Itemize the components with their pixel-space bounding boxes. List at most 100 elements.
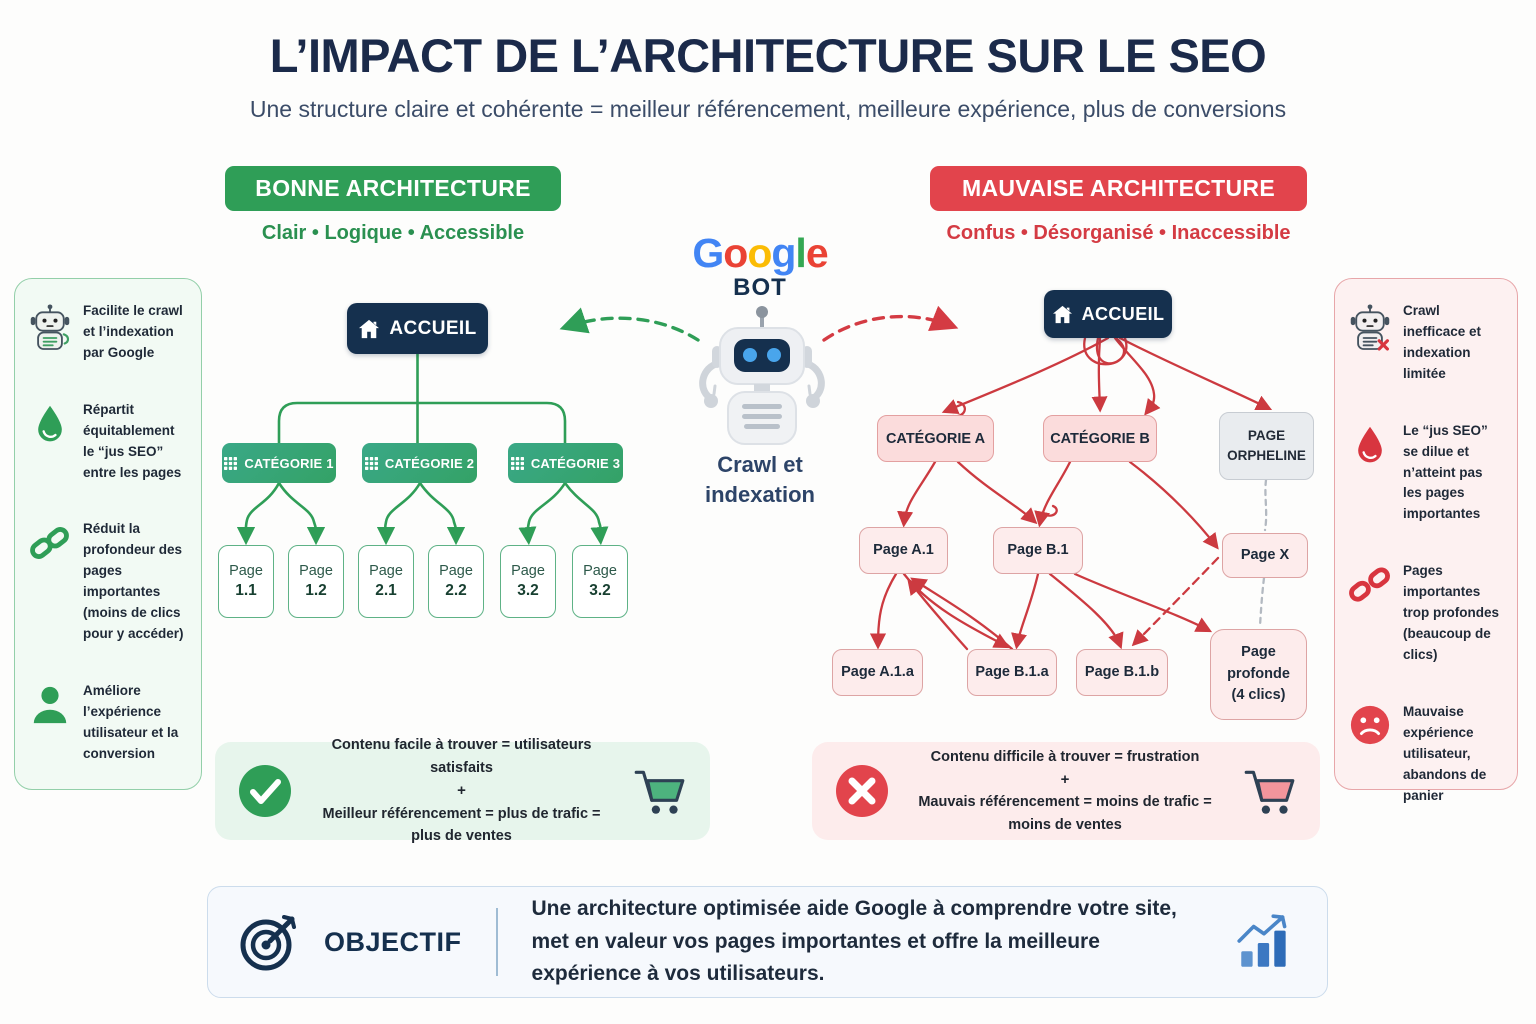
problem-text: Le “jus SEO” se dilue et n’atteint pas l… xyxy=(1403,422,1488,522)
good-category-1: CATÉGORIE 1 xyxy=(222,443,336,483)
bad-category-b: CATÉGORIE B xyxy=(1043,415,1157,462)
good-summary-line2: Meilleur référencement = plus de trafic … xyxy=(322,805,601,845)
google-letter: G xyxy=(692,230,724,276)
benefit-text: Facilite le crawl et l’indexation par Go… xyxy=(83,303,183,360)
benefit-item: Facilite le crawl et l’indexation par Go… xyxy=(27,301,189,364)
bad-category-a: CATÉGORIE A xyxy=(877,415,994,462)
red-crawl-arrow xyxy=(822,305,959,342)
page-word: Page xyxy=(229,563,263,579)
x-circle-icon xyxy=(836,765,888,817)
objective-bar: OBJECTIF Une architecture optimisée aide… xyxy=(207,886,1328,998)
grid-icon xyxy=(510,456,524,470)
bad-home-label: ACCUEIL xyxy=(1081,303,1165,324)
robot-icon xyxy=(27,301,73,351)
bad-summary-line1: Contenu difficile à trouver = frustratio… xyxy=(930,748,1200,765)
google-logo: Google xyxy=(640,230,880,277)
google-letter: o xyxy=(723,230,748,276)
bad-page-a1a: Page A.1.a xyxy=(832,649,923,696)
grid-icon xyxy=(224,456,238,470)
page-num: 1.2 xyxy=(305,582,327,599)
bad-page-a1: Page A.1 xyxy=(859,527,948,574)
home-icon xyxy=(1052,305,1072,323)
problem-text: Mauvaise expérience utilisateur, abandon… xyxy=(1403,703,1487,803)
person-icon xyxy=(27,681,73,727)
objective-line1: Une architecture optimisée aide Google à… xyxy=(531,897,1177,921)
googlebot-robot-illustration xyxy=(699,306,825,445)
objective-label: OBJECTIF xyxy=(324,926,462,957)
google-letter: g xyxy=(771,230,796,276)
benefit-item: Réduit la profondeur des pages important… xyxy=(27,519,189,645)
problem-text: Pages importantes trop profondes (beauco… xyxy=(1403,563,1499,662)
benefits-panel: Facilite le crawl et l’indexation par Go… xyxy=(14,278,202,790)
plus-sign: + xyxy=(457,782,466,800)
good-page-2-2: Page 2.2 xyxy=(428,545,484,618)
good-summary-line1: Contenu facile à trouver = utilisateurs … xyxy=(331,737,592,776)
page-num: 2.2 xyxy=(445,582,467,599)
page-word: Page xyxy=(583,563,617,579)
good-page-3-2b: Page 3.2 xyxy=(572,545,628,618)
good-summary-text: Contenu facile à trouver = utilisateurs … xyxy=(309,734,614,847)
good-architecture-tree: ACCUEIL CATÉGORIE 1 CATÉGORIE 2 CATÉGORI… xyxy=(200,280,670,645)
good-summary-box: Contenu facile à trouver = utilisateurs … xyxy=(215,737,710,844)
page-word: Page xyxy=(439,563,473,579)
problem-item: Pages importantes trop profondes (beauco… xyxy=(1347,561,1505,666)
category-label: CATÉGORIE 2 xyxy=(384,455,475,471)
bad-page-x: Page X xyxy=(1222,533,1308,578)
problem-item: Le “jus SEO” se dilue et n’atteint pas l… xyxy=(1347,421,1505,526)
google-letter: l xyxy=(795,230,806,276)
cart-icon xyxy=(634,770,685,814)
problem-text: Crawl inefficace et indexation limitée xyxy=(1403,303,1482,381)
check-circle-icon xyxy=(239,765,291,817)
good-page-1-1: Page 1.1 xyxy=(218,545,274,618)
page-word: Page xyxy=(299,563,333,579)
bad-home-node: ACCUEIL xyxy=(1044,290,1172,338)
good-tree-connectors xyxy=(236,352,609,546)
benefit-text: Améliore l’expérience utilisateur et la … xyxy=(83,682,179,761)
bad-architecture-tagline: Confus • Désorganisé • Inaccessible xyxy=(946,222,1291,244)
category-label: CATÉGORIE 1 xyxy=(244,455,334,471)
bad-architecture-tree: ACCUEIL CATÉGORIE A CATÉGORIE B PAGE ORP… xyxy=(820,280,1340,730)
good-home-node: ACCUEIL xyxy=(347,303,488,354)
bad-page-deep: Page profonde (4 clics) xyxy=(1210,629,1307,720)
page-word: Page xyxy=(369,563,403,579)
objective-text: Une architecture optimisée aide Google à… xyxy=(532,893,1209,991)
page-subtitle: Une structure claire et cohérente = meil… xyxy=(249,96,1287,122)
good-category-3: CATÉGORIE 3 xyxy=(508,443,623,483)
page-num: 2.1 xyxy=(375,582,397,599)
crawl-caption: Crawl et indexation xyxy=(630,450,890,509)
drop-icon xyxy=(1347,421,1393,469)
good-page-2-1: Page 2.1 xyxy=(358,545,414,618)
page-num: 1.1 xyxy=(235,582,257,599)
good-architecture-badge: BONNE ARCHITECTURE xyxy=(225,166,561,211)
bad-tree-connectors xyxy=(869,336,1273,651)
google-letter: e xyxy=(805,230,829,276)
category-label: CATÉGORIE 3 xyxy=(530,455,621,471)
google-letter: o xyxy=(747,230,772,276)
benefit-text: Répartit équitablement le “jus SEO” entr… xyxy=(83,401,182,480)
bad-page-b1b: Page B.1.b xyxy=(1076,649,1168,696)
robot-error-icon xyxy=(1347,301,1393,351)
broken-chain-icon xyxy=(1347,561,1393,607)
growth-chart-icon xyxy=(1237,914,1287,967)
divider xyxy=(495,908,498,976)
benefit-item: Répartit équitablement le “jus SEO” entr… xyxy=(27,400,189,484)
page-title: L’IMPACT DE L’ARCHITECTURE SUR LE SEO xyxy=(269,29,1267,82)
bad-page-b1a: Page B.1.a xyxy=(967,649,1057,696)
chain-icon xyxy=(27,519,73,565)
target-icon xyxy=(240,915,296,971)
bad-page-b1: Page B.1 xyxy=(993,527,1083,574)
bad-summary-box: Contenu difficile à trouver = frustratio… xyxy=(812,742,1320,840)
page-num: 3.2 xyxy=(517,582,539,599)
objective-line2: met en valeur vos pages importantes et o… xyxy=(531,929,1100,986)
page-word: Page xyxy=(511,563,545,579)
home-icon xyxy=(359,319,380,338)
good-page-3-2a: Page 3.2 xyxy=(500,545,556,618)
plus-sign: + xyxy=(1060,771,1070,789)
bad-architecture-badge: MAUVAISE ARCHITECTURE xyxy=(930,166,1307,211)
page-num: 3.2 xyxy=(589,582,611,599)
benefit-item: Améliore l’expérience utilisateur et la … xyxy=(27,681,189,765)
crawl-caption-line2: indexation xyxy=(704,481,815,507)
crawl-caption-line1: Crawl et xyxy=(717,452,803,477)
